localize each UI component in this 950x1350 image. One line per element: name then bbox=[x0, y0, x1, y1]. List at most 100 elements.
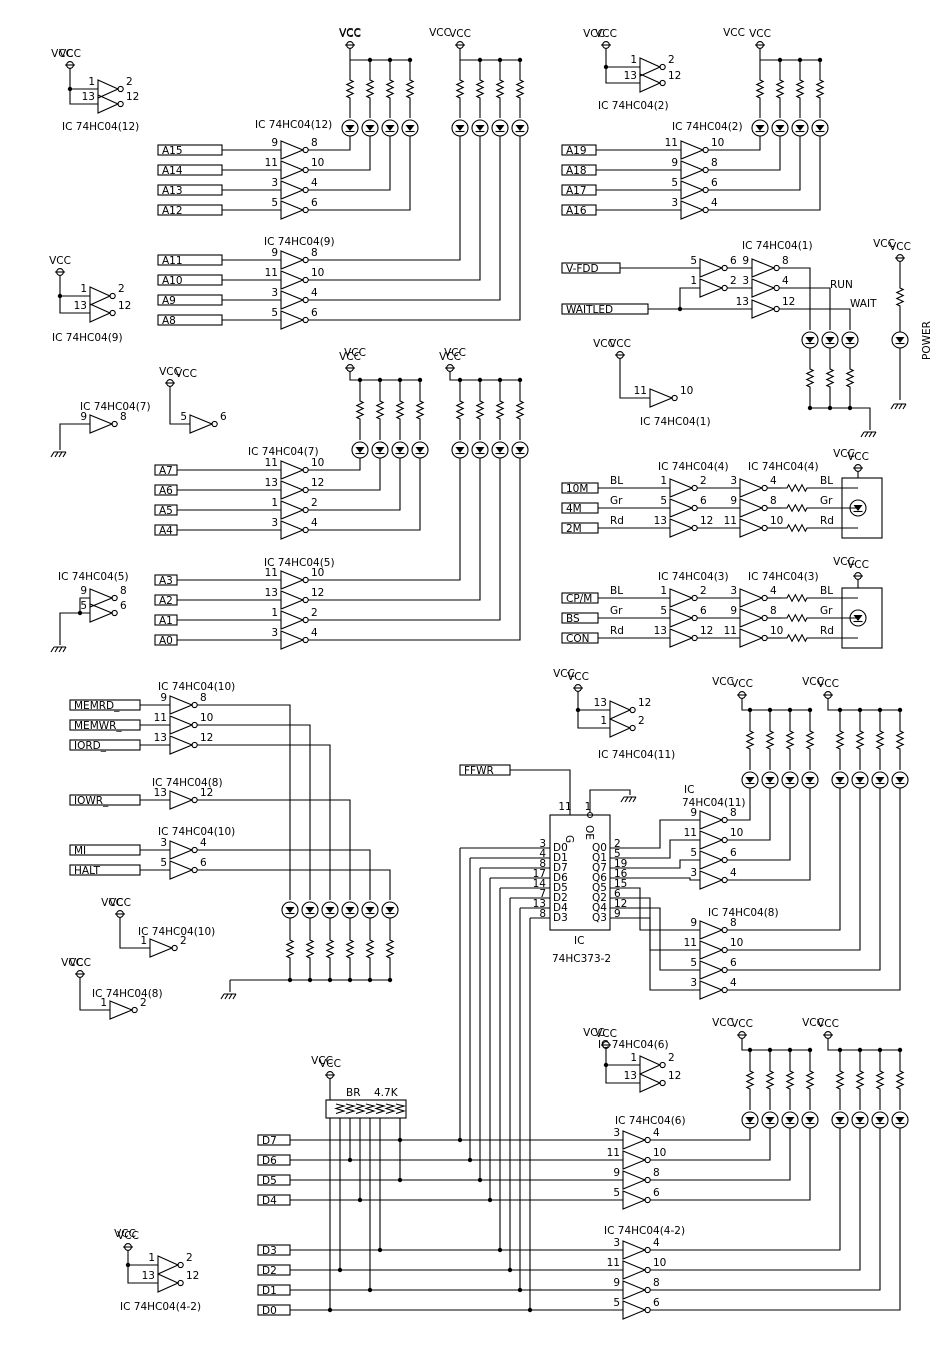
ic-label: IC 74HC04(9) bbox=[264, 236, 335, 248]
wire bbox=[650, 1128, 901, 1311]
inverter-gate bbox=[280, 610, 305, 630]
junction-dot bbox=[847, 405, 853, 411]
pin-number: 5 bbox=[660, 605, 667, 617]
latch-pin-g: G bbox=[563, 835, 575, 843]
wire bbox=[727, 788, 791, 861]
latch-pin: Q3 bbox=[592, 912, 607, 924]
signal-box bbox=[69, 699, 141, 711]
inverter-bubble bbox=[644, 1136, 651, 1144]
signal-label: IORD_ bbox=[74, 740, 107, 752]
pin-number: 11 bbox=[265, 567, 278, 579]
junction-dot bbox=[837, 1047, 843, 1053]
ground-symbol bbox=[890, 403, 907, 410]
signal-box bbox=[154, 484, 178, 496]
inverter-gate bbox=[157, 1255, 180, 1275]
latch-pin: Q5 bbox=[592, 882, 607, 894]
junction-dot bbox=[477, 377, 483, 383]
vcc-label: VCC bbox=[109, 897, 131, 909]
inverter-bubble bbox=[117, 85, 124, 93]
inverter-bubble bbox=[644, 1176, 651, 1184]
pin-number: 1 bbox=[660, 475, 667, 487]
wire bbox=[708, 136, 761, 151]
junction-dot bbox=[367, 1287, 373, 1293]
inverter-bubble bbox=[191, 796, 198, 804]
inverter-gate bbox=[89, 588, 114, 608]
inverter-gate bbox=[280, 480, 305, 500]
resistor bbox=[875, 1050, 885, 1110]
resistor bbox=[895, 1050, 905, 1110]
junction-dot bbox=[457, 377, 463, 383]
pin-number: 13 bbox=[74, 300, 87, 312]
wire bbox=[708, 136, 801, 191]
pin-number: 3 bbox=[690, 867, 697, 879]
pin-number: 9 bbox=[80, 411, 87, 423]
junction-dot bbox=[327, 1307, 333, 1313]
led-triangle bbox=[805, 777, 815, 783]
pin-number: 12 bbox=[311, 477, 324, 489]
wire bbox=[308, 136, 391, 191]
pin-number: 6 bbox=[653, 1297, 660, 1309]
inverter-bubble bbox=[302, 636, 309, 644]
wire bbox=[650, 1128, 811, 1201]
inverter-gate bbox=[89, 603, 114, 623]
led-circle bbox=[351, 441, 369, 459]
pin-number: 4 bbox=[653, 1237, 660, 1249]
led-triangle bbox=[745, 1117, 755, 1123]
vcc-label: VCC bbox=[567, 671, 589, 683]
inverter-gate bbox=[280, 160, 305, 180]
tie-wire bbox=[59, 275, 90, 314]
pin-number: 9 bbox=[271, 247, 278, 259]
signal-box bbox=[154, 594, 178, 606]
resistor bbox=[815, 60, 825, 118]
inverter-bubble bbox=[702, 186, 709, 194]
inverter-gate bbox=[699, 870, 724, 890]
resistor bbox=[805, 710, 815, 770]
ground-symbol bbox=[620, 796, 637, 803]
inverter-gate bbox=[699, 960, 724, 980]
pin-number: 4 bbox=[200, 837, 207, 849]
led-circle bbox=[761, 771, 779, 789]
led-circle bbox=[491, 441, 509, 459]
led-triangle bbox=[765, 777, 775, 783]
resistor bbox=[785, 1050, 795, 1110]
latch-body bbox=[549, 814, 611, 931]
signal-box bbox=[561, 164, 597, 176]
pin-number: 12 bbox=[200, 787, 213, 799]
signal-label: A18 bbox=[566, 165, 587, 177]
signal-label: A4 bbox=[159, 525, 173, 537]
resistor bbox=[855, 710, 865, 770]
ic-label: IC 74HC04(6) bbox=[598, 1039, 669, 1051]
resistor bbox=[395, 380, 405, 440]
vcc-rail bbox=[349, 371, 420, 381]
inverter-gate bbox=[280, 590, 305, 610]
pin-number: 11 bbox=[558, 801, 571, 813]
signal-box bbox=[154, 524, 178, 536]
led-triangle bbox=[875, 777, 885, 783]
inverter-bubble bbox=[761, 504, 768, 512]
pin-number: 11 bbox=[684, 827, 697, 839]
signal-box bbox=[561, 204, 597, 216]
signal-box bbox=[561, 632, 599, 644]
color-label: BL bbox=[610, 585, 623, 597]
pin-number: 11 bbox=[154, 712, 167, 724]
resistor bbox=[495, 60, 505, 118]
pin-number: 2 bbox=[118, 283, 125, 295]
led-circle bbox=[341, 119, 359, 137]
inverter-gate bbox=[680, 180, 705, 200]
led-circle bbox=[751, 119, 769, 137]
ic-label: IC 74HC04(4) bbox=[658, 461, 729, 473]
tie-wire bbox=[605, 1048, 640, 1084]
inverter-bubble bbox=[302, 276, 309, 284]
pin-number: 8 bbox=[730, 917, 737, 929]
pin-number: 8 bbox=[782, 255, 789, 267]
wire bbox=[308, 136, 501, 301]
pin-number: 11 bbox=[684, 937, 697, 949]
pin-number: 13 bbox=[265, 587, 278, 599]
signal-label: D0 bbox=[262, 1305, 277, 1317]
resnet-element bbox=[384, 1103, 397, 1115]
signal-label: D5 bbox=[262, 1175, 277, 1187]
inverter-gate bbox=[169, 840, 194, 860]
inverter-bubble bbox=[109, 292, 116, 300]
signal-box bbox=[561, 262, 621, 274]
inverter-gate bbox=[680, 140, 705, 160]
